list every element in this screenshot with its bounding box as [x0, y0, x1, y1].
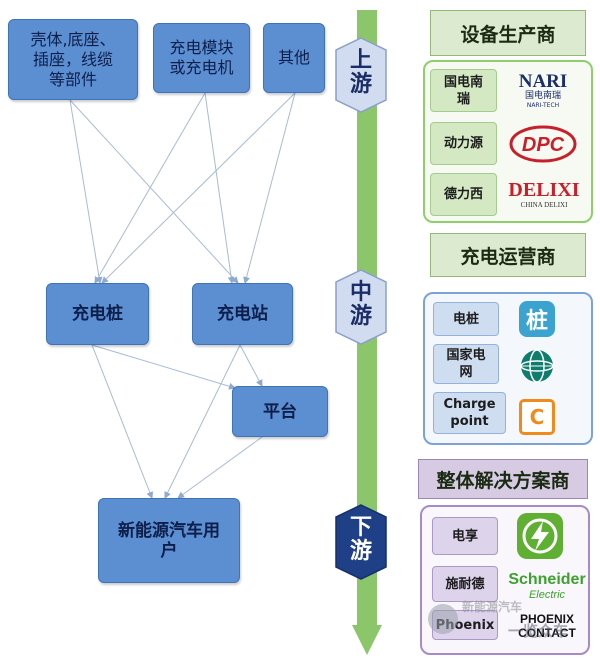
- company-dianzhuang: 电桩: [433, 302, 499, 336]
- logo-chargepoint: C: [519, 399, 555, 435]
- section-title-equipment: 设备生产商: [430, 10, 586, 56]
- source-charging-module: 充电模块 或充电机: [153, 23, 250, 93]
- dpc-logo-icon: DPC: [509, 125, 577, 163]
- logo-delixi: DELIXI CHINA DELIXI: [500, 173, 588, 215]
- stage-midstream: 中 游: [334, 268, 388, 346]
- watermark-logo-icon: [428, 604, 458, 634]
- logo-schneider: Schneider Electric: [505, 566, 589, 606]
- stage-downstream: 下 游: [334, 503, 388, 581]
- watermark: 新能源汽车 一览众车: [428, 598, 588, 648]
- logo-dpc: DPC: [502, 120, 584, 168]
- company-delixi: 德力西: [430, 173, 497, 216]
- logo-nari-sub2: NARI-TECH: [526, 102, 560, 109]
- logo-nari-text: NARI: [518, 71, 568, 92]
- globe-icon: [520, 349, 554, 383]
- lightning-icon: [517, 513, 563, 559]
- source-housing-parts: 壳体,底座、 插座，线缆 等部件: [8, 19, 138, 100]
- company-dynamic-power: 动力源: [430, 122, 497, 165]
- stage-midstream-label: 中 游: [349, 280, 372, 329]
- source-other: 其他: [263, 23, 325, 93]
- company-state-grid: 国家电 网: [433, 344, 499, 384]
- node-platform: 平台: [232, 386, 328, 437]
- logo-delixi-text: DELIXI: [508, 178, 580, 201]
- logo-phoenix: PHOENIX CONTACT: [508, 606, 586, 646]
- watermark-overlay: 一览众车: [508, 622, 569, 640]
- company-chargepoint: Charge point: [433, 392, 506, 434]
- hexagon-upstream-shape: [335, 37, 387, 113]
- hexagon-downstream-shape: [335, 504, 387, 580]
- logo-phoenix-text: PHOENIX: [519, 612, 574, 626]
- hexagon-midstream-shape: [335, 269, 387, 345]
- stage-upstream-label: 上 游: [349, 48, 372, 97]
- logo-state-grid: [515, 346, 559, 386]
- stage-upstream: 上 游: [334, 36, 388, 114]
- node-ev-users: 新能源汽车用 户: [98, 498, 240, 583]
- node-charging-station: 充电站: [192, 283, 293, 345]
- logo-schneider-text: Schneider: [508, 570, 586, 588]
- logo-nari: NARI 国电南瑞 NARI-TECH: [502, 70, 584, 112]
- dianzhuang-logo-glyph: 桩: [525, 309, 548, 334]
- logo-schneider-sub: Electric: [528, 588, 566, 601]
- node-charging-pile: 充电桩: [46, 283, 149, 345]
- logo-phoenix-sub: CONTACT: [518, 626, 576, 640]
- company-schneider: 施耐德: [432, 566, 498, 602]
- chargepoint-logo-glyph: C: [529, 405, 545, 429]
- section-title-operators: 充电运营商: [430, 233, 586, 277]
- dpc-logo-text: DPC: [522, 134, 565, 156]
- section-title-solutions: 整体解决方案商: [418, 459, 588, 499]
- logo-dianxiang: [512, 510, 568, 562]
- logo-delixi-sub: CHINA DELIXI: [520, 200, 568, 209]
- logo-dianzhuang: 桩: [517, 299, 557, 339]
- stage-downstream-label: 下 游: [349, 515, 372, 564]
- logo-nari-sub: 国电南瑞: [524, 91, 561, 101]
- company-nari: 国电南 瑞: [430, 69, 497, 112]
- watermark-text: 新能源汽车: [462, 600, 523, 614]
- company-dianxiang: 电享: [432, 517, 498, 555]
